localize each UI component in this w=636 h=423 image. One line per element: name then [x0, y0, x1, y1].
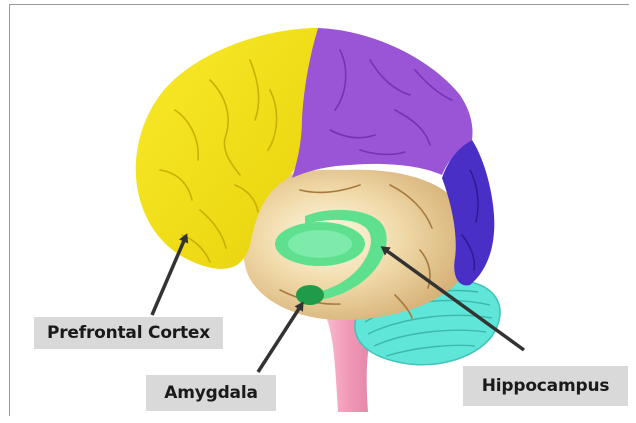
- arrow-amygdala: [258, 304, 302, 372]
- prefrontal-cortex-label: Prefrontal Cortex: [34, 317, 223, 349]
- amygdala-label: Amygdala: [146, 375, 276, 411]
- parietal-lobe: [292, 28, 473, 178]
- arrow-prefrontal-cortex: [152, 236, 186, 315]
- hippocampus-label: Hippocampus: [463, 366, 628, 406]
- amygdala: [296, 285, 324, 305]
